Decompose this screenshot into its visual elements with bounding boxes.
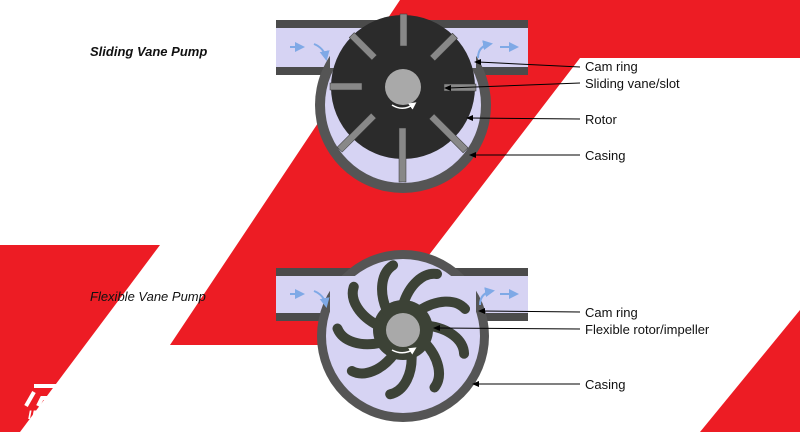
- leader-cam-ring: [477, 61, 581, 68]
- flexible-impeller: [332, 260, 471, 400]
- leader-rotor: [469, 117, 581, 120]
- red-band-lower: [0, 245, 160, 432]
- leader-head: [469, 152, 476, 158]
- leader-cam-ring: [481, 310, 581, 313]
- impeller-blade: [414, 296, 471, 316]
- label-rotor: Rotor: [585, 112, 617, 127]
- impeller-blade: [347, 281, 384, 331]
- leader-flexible-rotor: [436, 327, 581, 330]
- leader-head: [472, 381, 479, 387]
- logo-stroke: [34, 384, 92, 407]
- impeller-blades: [332, 260, 471, 400]
- flow-arrow-out-1: [477, 40, 493, 59]
- flow-arrow-out-1: [479, 287, 495, 306]
- red-band-right: [700, 310, 800, 432]
- vane: [429, 32, 458, 62]
- hub: [386, 313, 420, 347]
- leader-head: [466, 115, 473, 121]
- impeller-blade: [385, 348, 417, 400]
- vane: [348, 32, 378, 61]
- rotation-arrow: [391, 102, 417, 110]
- vane: [399, 13, 408, 47]
- vane: [336, 112, 377, 153]
- leader-sliding-vane: [447, 82, 581, 89]
- red-band-upper: [170, 0, 800, 345]
- label-cam-ring-bottom: Cam ring: [585, 305, 638, 320]
- logo-text: IDROLIC: [28, 408, 81, 422]
- impeller-blade: [332, 323, 387, 350]
- leader-lines-top: [447, 61, 581, 156]
- logo-stroke: [24, 391, 36, 407]
- impeller-blade: [346, 348, 400, 379]
- sliding-vane-pump-title: Sliding Vane Pump: [90, 44, 208, 59]
- leader-head: [444, 85, 451, 91]
- impeller-blade: [398, 268, 442, 310]
- vane: [329, 82, 363, 91]
- leader-lines-bottom: [436, 310, 581, 385]
- label-cam-ring-top: Cam ring: [585, 59, 638, 74]
- label-casing-top: Casing: [585, 148, 626, 163]
- flow-arrow-in-2: [313, 43, 330, 61]
- impeller-blade: [422, 320, 470, 359]
- hub: [385, 69, 421, 105]
- sliding-vanes: [329, 13, 477, 183]
- rotation-arrow: [391, 347, 417, 355]
- flow-arrow-in-2: [313, 290, 330, 308]
- label-flexible-rotor: Flexible rotor/impeller: [585, 322, 710, 337]
- flexible-vane-pump-title: Flexible Vane Pump: [90, 289, 206, 304]
- label-casing-bottom: Casing: [585, 377, 626, 392]
- leader-head: [474, 59, 481, 65]
- leader-head: [478, 308, 485, 314]
- leader-head: [433, 325, 440, 331]
- vane: [398, 127, 407, 183]
- impeller-blade: [377, 260, 399, 316]
- impeller-blade: [419, 337, 444, 393]
- vane: [428, 113, 469, 154]
- label-sliding-vane: Sliding vane/slot: [585, 76, 680, 91]
- fidrolic-logo-mark: [24, 384, 92, 407]
- sliding-vane-pump: [276, 13, 581, 193]
- flexible-vane-pump: [276, 250, 581, 422]
